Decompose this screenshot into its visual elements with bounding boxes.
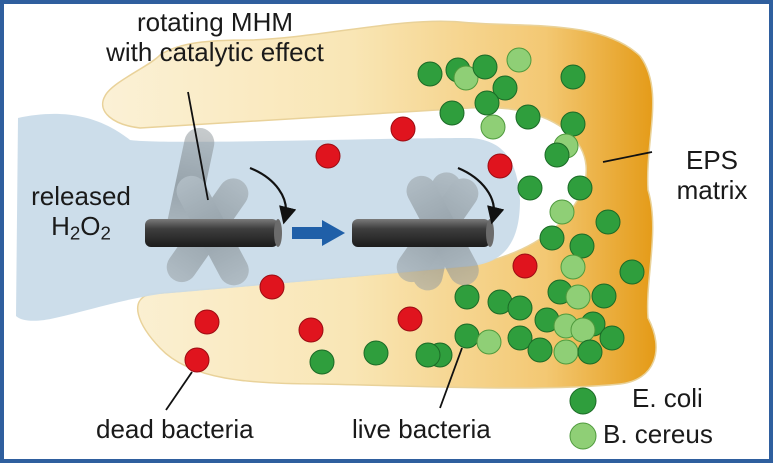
rotating-rod-icon [352, 219, 490, 247]
dead-bacterium-icon [397, 306, 423, 332]
h2o2-sub2: 2 [100, 222, 111, 244]
e-coli-icon [539, 225, 565, 251]
e-coli-icon [439, 100, 465, 126]
rotation-arrow-icon [457, 166, 505, 225]
e-coli-icon [577, 339, 603, 365]
dead-bacterium-icon [512, 253, 538, 279]
live-bacteria-leader-line [439, 347, 463, 409]
e-coli-icon [591, 283, 617, 309]
e-coli-icon [517, 175, 543, 201]
e-coli-icon [544, 142, 570, 168]
e-coli-icon [560, 111, 586, 137]
rotating-mhm-left [145, 127, 297, 286]
e-coli-icon [309, 349, 335, 375]
mhm-label: rotating MHM with catalytic effect [80, 7, 350, 68]
h2o2-stream [16, 113, 520, 321]
legend-e-coli-icon [569, 387, 597, 415]
h2o2-h: H [51, 210, 70, 241]
e-coli-icon [507, 295, 533, 321]
rod-end-cap [486, 219, 494, 247]
dead-bacteria-group [184, 116, 538, 373]
released-label: released [31, 181, 131, 211]
rotating-rod-icon [145, 219, 278, 247]
dead-bacteria-label: dead bacteria [96, 414, 254, 444]
e-coli-icon [454, 323, 480, 349]
e-coli-icon [415, 342, 441, 368]
e-coli-icon [527, 337, 553, 363]
dead-bacterium-icon [298, 317, 324, 343]
rotating-mhm-right [352, 166, 505, 291]
e-coli-icon [472, 54, 498, 80]
dead-bacterium-icon [390, 116, 416, 142]
eps-label-line1: EPS [685, 145, 739, 175]
mhm-label-line1: rotating MHM [136, 7, 294, 37]
e-coli-icon [619, 259, 645, 285]
e-coli-icon [595, 209, 621, 235]
live-bacteria-label: live bacteria [352, 414, 491, 444]
released-h2o2-label: released H2O2 [22, 181, 140, 244]
e-coli-icon [560, 64, 586, 90]
mhm-leader-line [187, 91, 209, 201]
h2o2-o: O [80, 210, 101, 241]
b-cereus-icon [570, 317, 596, 343]
live-bacteria-group [309, 47, 645, 375]
e-coli-icon [454, 284, 480, 310]
eps-matrix-label: EPS matrix [662, 145, 762, 206]
b-cereus-icon [480, 114, 506, 140]
e-coli-icon [474, 90, 500, 116]
dead-bacterium-icon [487, 153, 513, 179]
b-cereus-icon [553, 339, 579, 365]
dead-bacterium-icon [315, 143, 341, 169]
dead-bacterium-icon [184, 347, 210, 373]
rod-end-cap [274, 219, 282, 247]
e-coli-icon [417, 61, 443, 87]
e-coli-icon [492, 75, 518, 101]
b-cereus-icon [476, 329, 502, 355]
e-coli-icon [515, 104, 541, 130]
b-cereus-icon [560, 254, 586, 280]
b-cereus-icon [506, 47, 532, 73]
e-coli-icon [567, 175, 593, 201]
legend-b-cereus-label: B. cereus [603, 419, 713, 449]
h2o2-label: H2O2 [22, 210, 140, 244]
eps-leader-line [602, 151, 653, 163]
e-coli-icon [507, 325, 533, 351]
b-cereus-icon [549, 199, 575, 225]
e-coli-icon [599, 325, 625, 351]
h2o2-sub1: 2 [69, 222, 81, 244]
e-coli-icon [569, 233, 595, 259]
e-coli-icon [363, 340, 389, 366]
mhm-label-line2: with catalytic effect [106, 36, 324, 67]
movement-arrow-icon [292, 220, 345, 246]
legend-b-cereus-icon [569, 422, 597, 450]
legend-e-coli-label: E. coli [632, 383, 703, 413]
rotation-arrow-icon [249, 166, 297, 225]
dead-bacterium-icon [259, 274, 285, 300]
eps-label-line2: matrix [676, 174, 748, 205]
b-cereus-icon [565, 284, 591, 310]
b-cereus-icon [453, 65, 479, 91]
dead-bacteria-leader-line [165, 371, 193, 411]
dead-bacterium-icon [194, 309, 220, 335]
